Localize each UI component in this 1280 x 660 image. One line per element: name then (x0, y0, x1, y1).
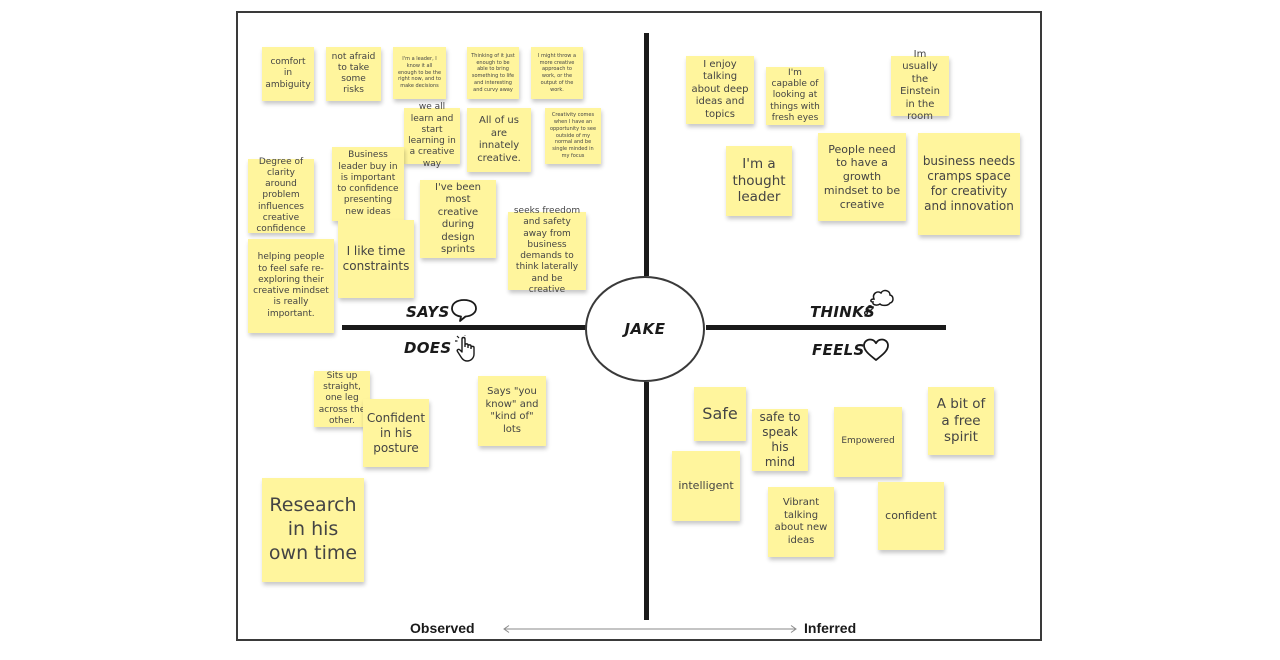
sticky-note-does-1: Sits up straight, one leg across the oth… (314, 371, 370, 427)
sticky-note-thinks-3: Im usually the Einstein in the room (891, 49, 949, 122)
sticky-note-feels-7: confident (878, 482, 944, 550)
sticky-note-says-1: comfort in ambiguity (262, 47, 314, 101)
sticky-note-thinks-6: business needs cramps space for creativi… (918, 133, 1020, 235)
sticky-note-says-8: Creativity comes when I have an opportun… (545, 108, 601, 164)
vertical-axis-bottom (644, 382, 649, 620)
thought-cloud-icon (863, 289, 894, 316)
sticky-note-thinks-2: I'm capable of looking at things with fr… (766, 67, 824, 125)
horizontal-axis-right (706, 325, 946, 330)
sticky-note-thinks-5: People need to have a growth mindset to … (818, 133, 906, 221)
sticky-note-does-4: Research in his own time (262, 478, 364, 582)
sticky-note-does-2: Confident in his posture (363, 399, 429, 467)
vertical-axis-top (644, 33, 649, 276)
sticky-note-says-2: not afraid to take some risks (326, 47, 381, 101)
sticky-note-says-7: All of us are innately creative. (467, 108, 531, 172)
quadrant-label-feels: FEELS (812, 341, 865, 359)
pointer-hand-icon (455, 335, 475, 362)
sticky-note-says-6: we all learn and start learning in a cre… (404, 102, 460, 169)
quadrant-label-does: DOES (404, 339, 452, 357)
sticky-note-says-10: Business leader buy in is important to c… (332, 147, 404, 221)
sticky-note-says-11: I've been most creative during design sp… (420, 180, 496, 258)
sticky-note-feels-4: A bit of a free spirit (928, 387, 994, 455)
persona-circle: JAKE (585, 276, 705, 382)
sticky-note-says-12: seeks freedom and safety away from busin… (508, 206, 586, 295)
horizontal-axis-left (342, 325, 588, 330)
sticky-note-says-14: I like time constraints (338, 220, 414, 298)
sticky-note-feels-2: safe to speak his mind (752, 409, 808, 471)
quadrant-label-says: SAYS (406, 303, 450, 321)
inferred-label: Inferred (804, 620, 857, 636)
sticky-note-says-13: helping people to feel safe re-exploring… (248, 239, 334, 333)
sticky-note-feels-5: intelligent (672, 451, 740, 521)
sticky-note-says-9: Degree of clarity around problem influen… (248, 157, 314, 234)
sticky-note-feels-6: Vibrant talking about new ideas (768, 487, 834, 557)
sticky-note-says-4: Thinking of it just enough to be able to… (467, 47, 519, 99)
empathy-map-board: JAKE SAYS THINKS DOES FEELS comfort in a… (236, 11, 1042, 641)
sticky-note-does-3: Says "you know" and "kind of" lots (478, 376, 546, 446)
observed-inferred-arrow (503, 625, 797, 633)
sticky-note-says-3: I'm a leader, I know it all enough to be… (393, 47, 446, 99)
quadrant-label-thinks: THINKS (810, 303, 876, 321)
observed-label: Observed (410, 620, 475, 636)
persona-name: JAKE (624, 320, 666, 338)
sticky-note-thinks-4: I'm a thought leader (726, 146, 792, 216)
sticky-note-feels-1: Safe (694, 387, 746, 441)
sticky-note-feels-3: Empowered (834, 407, 902, 477)
speech-bubble-icon (451, 299, 477, 322)
sticky-note-says-5: I might throw a more creative approach t… (531, 47, 583, 99)
heart-icon (863, 338, 889, 361)
sticky-note-thinks-1: I enjoy talking about deep ideas and top… (686, 56, 754, 124)
